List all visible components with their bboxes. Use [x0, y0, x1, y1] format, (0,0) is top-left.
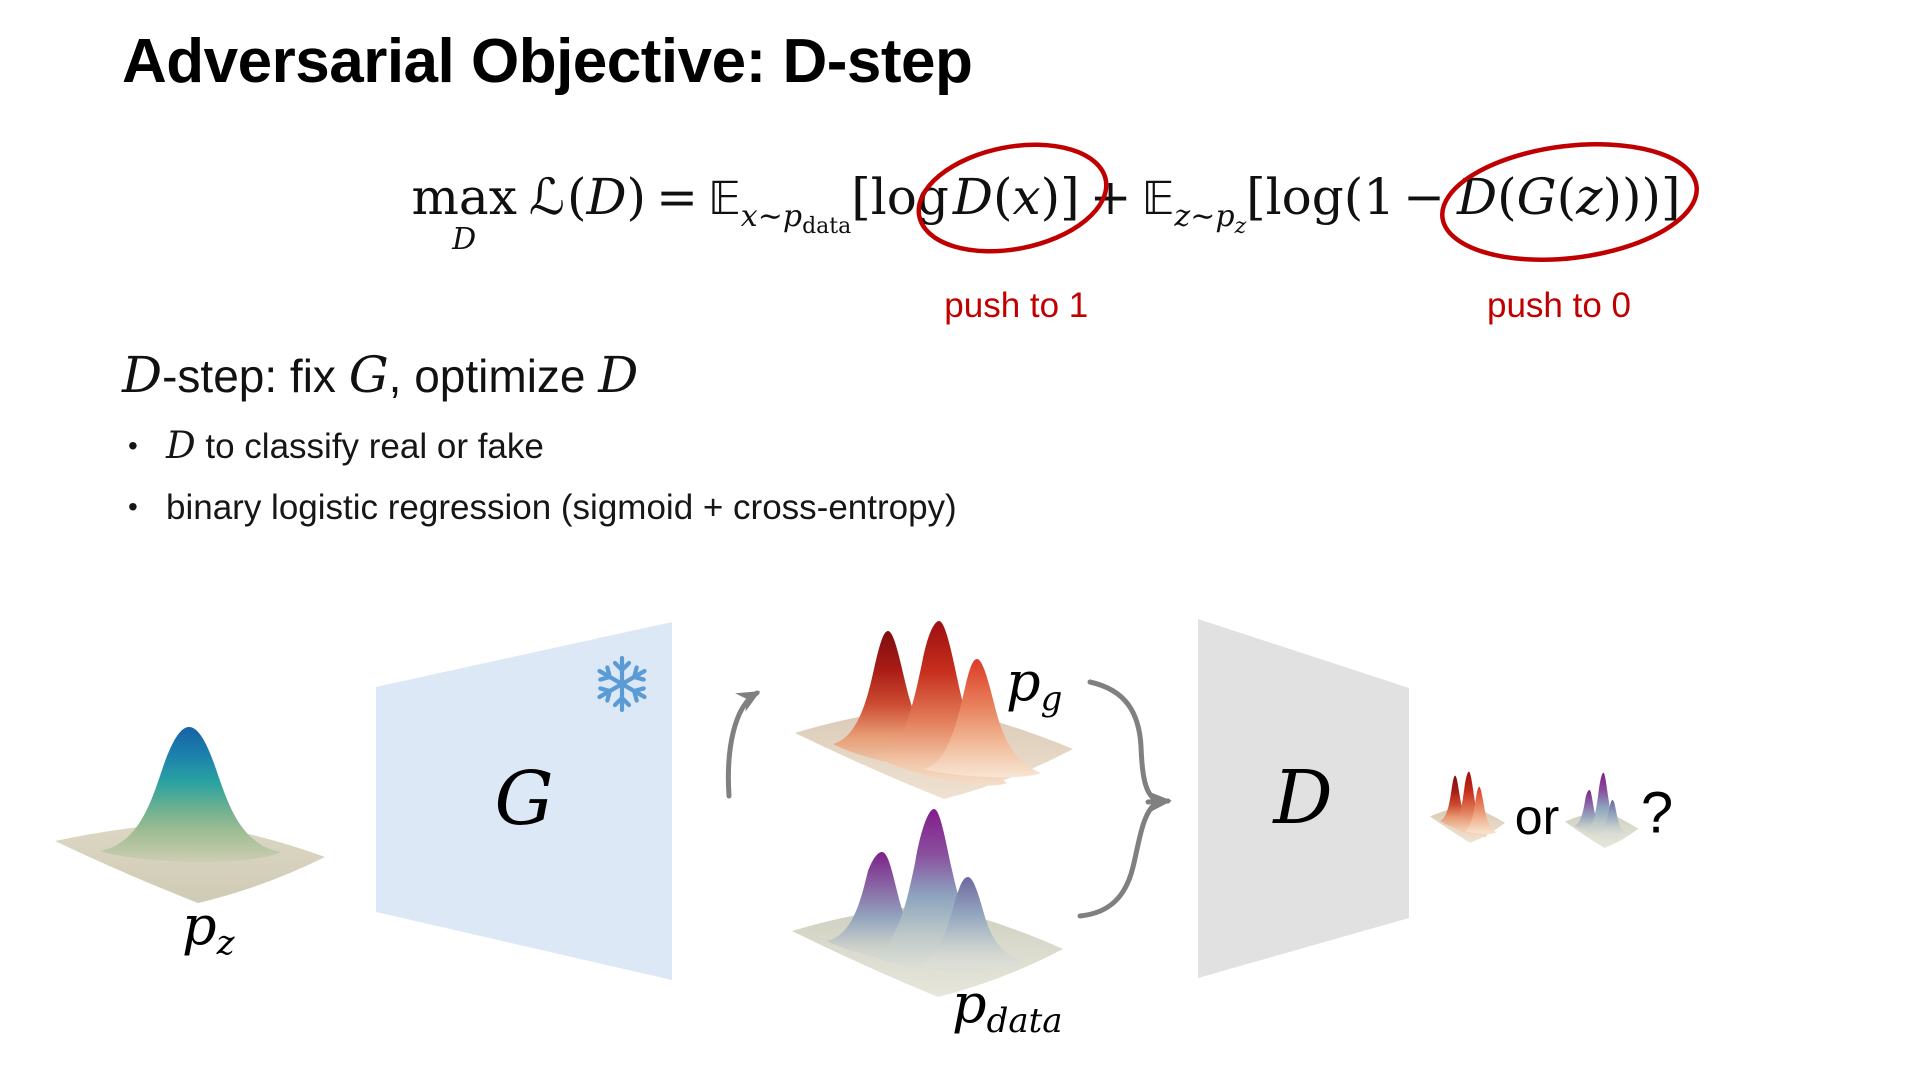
pg-distribution-surface [795, 621, 1073, 799]
expectation-subscript: z∼pz [1174, 199, 1247, 239]
generator-label: G [494, 756, 554, 842]
output-sample-red-icon [1430, 771, 1506, 843]
paren: ) [626, 168, 647, 226]
or-label: or [1514, 789, 1560, 845]
arrow-g-to-pg [725, 690, 761, 799]
pdata-distribution-surface [792, 809, 1063, 997]
minus-sign: − [1403, 168, 1446, 226]
expectation-subscript: x∼pdata [740, 199, 852, 239]
bullet-item-1: •D to classify real or fake [128, 424, 544, 467]
output-sample-purple-icon [1565, 772, 1639, 848]
expectation-symbol: 𝔼 [1141, 172, 1175, 225]
pdata-label: pdata [952, 972, 1063, 1041]
slide-title: Adversarial Objective: D-step [122, 27, 973, 96]
push-to-0-label: push to 0 [1486, 286, 1631, 325]
paren: ( [566, 168, 587, 226]
bullet-marker: • [128, 491, 138, 522]
loss-symbol: ℒ [528, 168, 565, 226]
bullet-item-2: •binary logistic regression (sigmoid + c… [128, 488, 957, 527]
bullet-marker: • [128, 430, 138, 461]
equals-sign: = [656, 168, 698, 226]
d-step-subtitle: D-step: fix G, optimize D [122, 346, 639, 404]
generator-trapezoid [376, 622, 672, 980]
merge-arrow-to-d [1077, 679, 1172, 919]
snowflake-icon [596, 658, 648, 710]
pz-distribution-surface [55, 727, 325, 903]
max-subscript: D [452, 222, 477, 257]
push-to-1-label: push to 1 [944, 286, 1089, 325]
var-D: D [586, 168, 627, 226]
question-mark-label: ? [1640, 780, 1674, 846]
expectation-symbol: 𝔼 [707, 172, 741, 225]
pz-label: pz [182, 894, 235, 963]
pg-label: pg [1006, 650, 1063, 719]
discriminator-label: D [1273, 755, 1333, 841]
log-term: [log(1 [1246, 168, 1396, 226]
discriminator-trapezoid [1198, 619, 1409, 978]
circled-term-dgz: D(G(z)))push to 0 [1439, 142, 1699, 325]
max-word: max [411, 168, 517, 226]
